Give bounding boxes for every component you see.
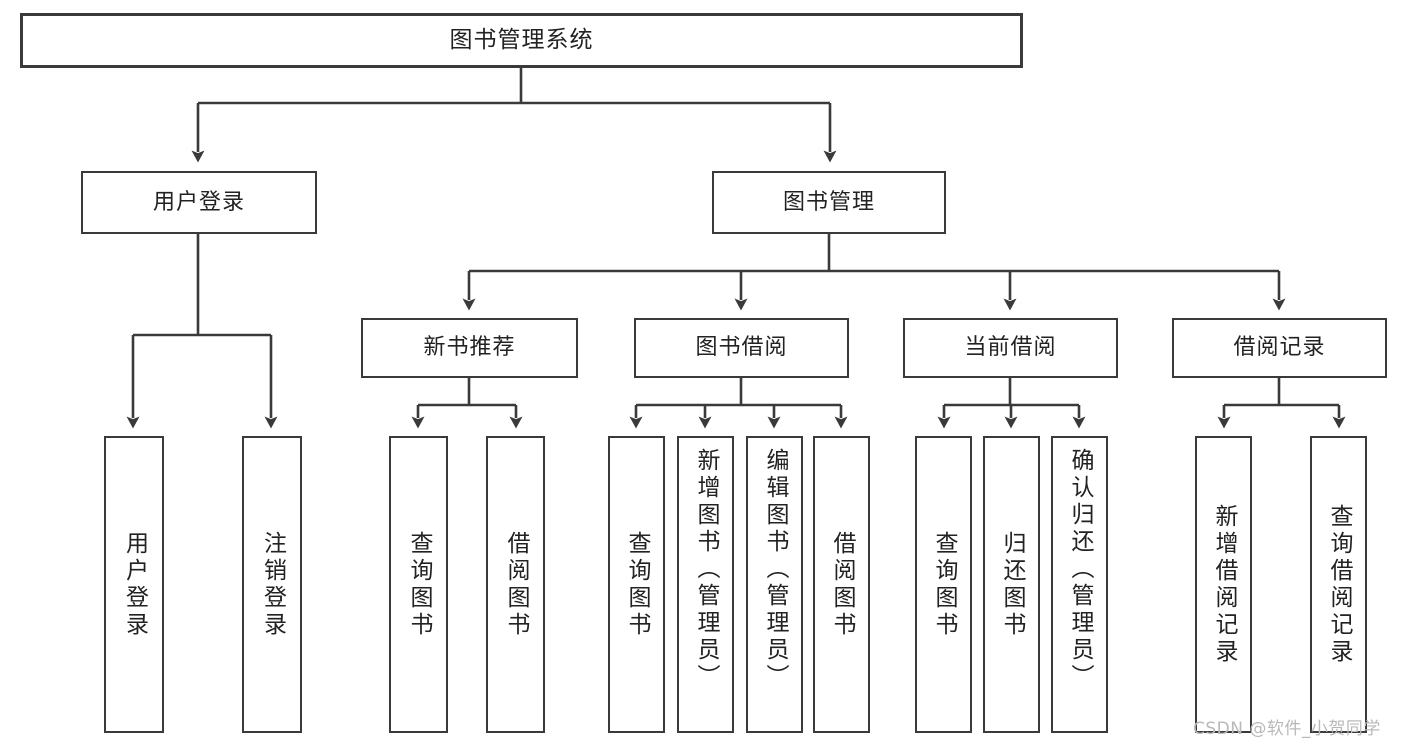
node-leaf-query-book-2-label: 查询图书 [624,530,650,639]
node-current-borrow[interactable]: 当前借阅 [903,318,1118,378]
node-leaf-edit-book[interactable]: 编辑图书（管理员） [746,436,803,733]
node-leaf-add-book[interactable]: 新增图书（管理员） [677,436,734,733]
node-leaf-user-login-label: 用户登录 [121,530,148,639]
node-current-borrow-label: 当前借阅 [964,335,1057,361]
node-leaf-query-book-2[interactable]: 查询图书 [608,436,665,733]
node-book-borrow-label: 图书借阅 [695,335,788,361]
node-leaf-confirm-return[interactable]: 确认归还（管理员） [1051,436,1108,733]
node-leaf-query-record[interactable]: 查询借阅记录 [1310,436,1367,733]
node-leaf-borrow-book-1-label: 借阅图书 [503,530,529,639]
node-leaf-add-record[interactable]: 新增借阅记录 [1195,436,1252,733]
node-book-manage[interactable]: 图书管理 [712,171,946,234]
node-book-borrow[interactable]: 图书借阅 [634,318,849,378]
node-leaf-confirm-return-label: 确认归还（管理员） [1067,448,1093,691]
node-leaf-add-record-label: 新增借阅记录 [1211,503,1237,666]
node-leaf-query-book-3-label: 查询图书 [931,530,957,639]
node-leaf-logout-label: 注销登录 [259,530,286,639]
node-root-label: 图书管理系统 [449,27,594,54]
node-leaf-query-book-1-label: 查询图书 [406,530,432,639]
node-leaf-borrow-book-2-label: 借阅图书 [829,530,855,639]
node-new-book-recommend-label: 新书推荐 [423,335,516,361]
node-leaf-borrow-book-2[interactable]: 借阅图书 [813,436,870,733]
node-new-book-recommend[interactable]: 新书推荐 [361,318,578,378]
node-leaf-add-book-label: 新增图书（管理员） [693,448,719,691]
node-leaf-query-record-label: 查询借阅记录 [1326,503,1352,666]
node-root[interactable]: 图书管理系统 [20,13,1023,68]
csdn-watermark: CSDN @软件_小贺同学 [1193,719,1381,739]
node-leaf-return-book-label: 归还图书 [999,530,1025,639]
node-user-login-label: 用户登录 [152,189,245,215]
node-book-manage-label: 图书管理 [782,189,875,215]
node-user-login[interactable]: 用户登录 [81,171,317,234]
node-leaf-logout[interactable]: 注销登录 [242,436,302,733]
node-leaf-query-book-3[interactable]: 查询图书 [915,436,972,733]
node-leaf-return-book[interactable]: 归还图书 [983,436,1040,733]
node-leaf-user-login[interactable]: 用户登录 [104,436,164,733]
node-leaf-query-book-1[interactable]: 查询图书 [389,436,448,733]
node-leaf-borrow-book-1[interactable]: 借阅图书 [486,436,545,733]
node-borrow-record-label: 借阅记录 [1233,335,1326,361]
node-borrow-record[interactable]: 借阅记录 [1172,318,1387,378]
node-leaf-edit-book-label: 编辑图书（管理员） [762,448,788,691]
